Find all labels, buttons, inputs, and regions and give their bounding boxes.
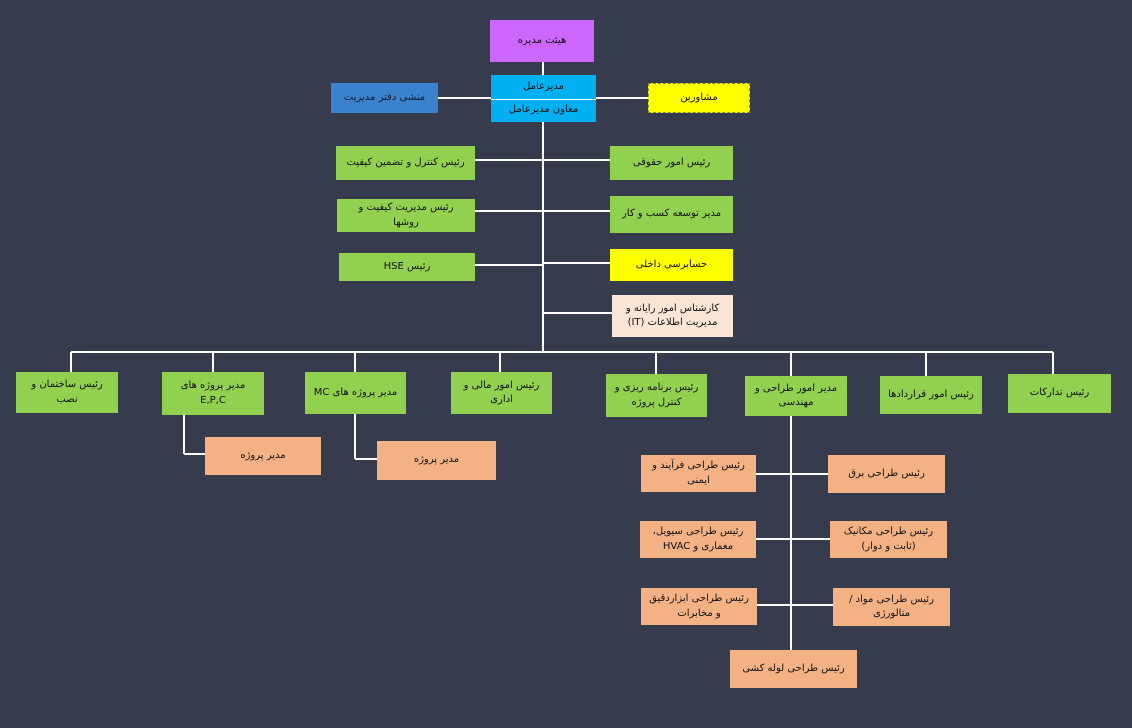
contracts-box: رئیس امور قراردادها [880, 376, 982, 414]
mc-project-manager-box: مدیر پروژه [377, 441, 496, 480]
piping-design-box: رئیس طراحی لوله کشی [730, 650, 857, 688]
finance-box: رئیس امور مالی و اداری [451, 372, 552, 414]
deputy-ceo-label: معاون مدیرعامل [508, 104, 579, 115]
process-safety-design-box: رئیس طراحی فرآیند و ایمنی [641, 455, 756, 492]
engineering-manager-box: مدیر امور طراحی و مهندسی [745, 376, 847, 416]
ceo-label: مدیرعامل [491, 75, 596, 100]
planning-box: رئیس برنامه ریزی و کنترل پروژه [606, 374, 707, 417]
qc-box: رئیس کنترل و تضمین کیفیت [336, 146, 475, 180]
procurement-box: رئیس تدارکات [1008, 374, 1111, 413]
it-box: کارشناس امور رایانه و مدیریت اطلاعات (IT… [612, 295, 733, 337]
business-development-box: مدیر توسعه کسب و کار [610, 196, 733, 233]
epc-manager-box: مدیر پروژه های E,P,C [162, 372, 264, 415]
advisors-box: مشاورین [648, 83, 750, 113]
hse-box: رئیس HSE [339, 253, 475, 281]
legal-box: رئیس امور حقوقی [610, 146, 733, 180]
mc-manager-box: مدیر پروژه های MC [305, 372, 406, 414]
materials-design-box: رئیس طراحی مواد / متالورژی [833, 588, 950, 626]
electrical-design-box: رئیس طراحی برق [828, 455, 945, 493]
internal-audit-box: حسابرسی داخلی [610, 249, 733, 281]
civil-design-box: رئیس طراحی سیویل، معماری و HVAC [640, 521, 756, 558]
instrumentation-design-box: رئیس طراحی ابزاردقیق و مخابرات [641, 588, 757, 625]
quality-methods-box: رئیس مدیریت کیفیت و روشها [337, 199, 475, 232]
office-secretary-box: منشی دفتر مدیریت [331, 83, 438, 113]
epc-project-manager-box: مدیر پروژه [205, 437, 321, 475]
ceo-box: مدیرعامل معاون مدیرعامل [491, 75, 596, 122]
board-of-directors-box: هیئت مدیره [490, 20, 594, 62]
construction-box: رئیس ساختمان و نصب [16, 372, 118, 413]
mechanical-design-box: رئیس طراحی مکانیک (ثابت و دوار) [830, 521, 947, 558]
